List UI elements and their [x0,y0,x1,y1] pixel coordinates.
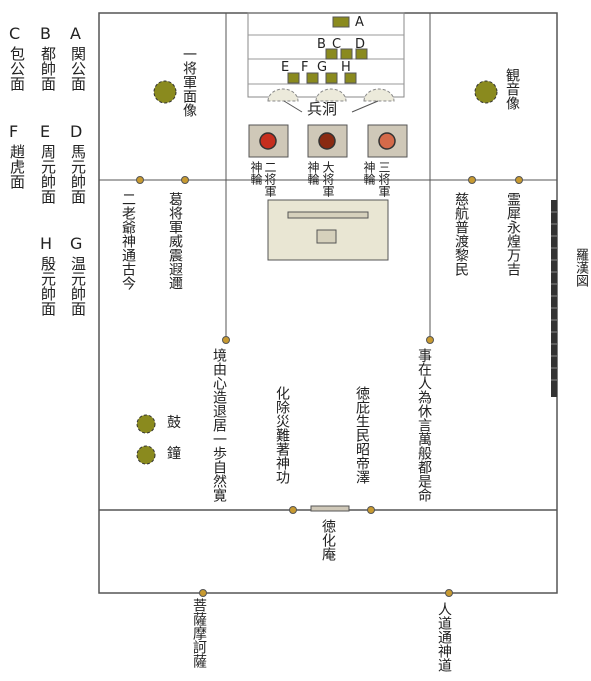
pointer-left [283,100,303,113]
plaque-left-inner: 葛将軍威震遐邇 [167,192,183,290]
pointer-right [351,100,379,113]
dehua-door [310,505,350,512]
mask-d [355,48,368,60]
pin-right-inner [468,176,476,184]
mask-h [344,72,357,84]
pin-pillar-right [426,336,434,344]
mask-label-h: H [341,60,351,75]
statue-third-general [378,132,396,150]
pin-left-outer [136,176,144,184]
bell-label: 鐘 [167,446,181,462]
weapons-room-label: 兵洞 [307,100,338,118]
dehua-an-label: 徳化庵 [320,519,336,561]
legend-name-d: 馬元帥面 [69,144,87,204]
mask-label-g: G [317,60,327,75]
pin-left-inner [181,176,189,184]
luohan-label: 羅漢図 [573,248,588,287]
mask-c [340,48,353,60]
statue-second-general [259,132,277,150]
second-general-label: 二将軍 [263,161,277,197]
pin-door-right [367,506,375,514]
plaque-gate-right: 人道通神道 [436,602,452,672]
legend-letter-f: F [9,122,19,141]
plaque-center-right: 徳庇生民昭帝澤 [354,386,370,484]
drum-label: 鼓 [167,415,181,431]
pin-right-outer [515,176,523,184]
legend-name-f: 趙虎面 [8,144,26,189]
third-general-label: 三将軍 [377,161,391,197]
mask-e [287,72,300,84]
plaque-right-outer: 霊犀永煌万吉 [505,192,521,276]
guanyin-statue [474,80,498,104]
general-image-label: 一将軍面像 [181,47,197,117]
legend-letter-a: A [70,24,81,43]
great-general-shenkou: 神輪 [306,161,320,185]
weapon-rack-center [315,88,347,102]
weapon-rack-right [363,88,395,102]
legend-name-h: 殷元帥面 [39,256,57,316]
mask-f [306,72,319,84]
pin-pillar-left [222,336,230,344]
legend-name-b: 都帥面 [39,46,57,91]
luohan-painting-ticks [551,211,557,381]
guanyin-image-label: 観音像 [504,68,520,110]
legend-letter-g: G [70,234,83,253]
pin-gate-right [445,589,453,597]
altar-tablet [287,211,369,219]
weapon-rack-left [267,88,299,102]
legend-letter-d: D [70,122,83,141]
general-statue [153,80,177,104]
luohan-painting [551,200,557,397]
legend-letter-b: B [40,24,51,43]
plaque-right-inner: 慈航普渡黎民 [453,192,469,276]
great-general-label: 大将軍 [321,161,335,197]
mask-g [325,72,338,84]
drum [136,414,156,434]
mask-label-c: C [332,37,341,52]
mask-b [325,48,338,60]
legend-name-e: 周元帥面 [39,144,57,204]
legend-letter-h: H [40,234,53,253]
pin-gate-left [199,589,207,597]
pin-door-left [289,506,297,514]
altar-incense-burner [316,229,337,244]
legend-name-a: 関公面 [69,46,87,91]
mask-label-a: A [355,15,364,30]
legend-name-c: 包公面 [8,46,26,91]
mask-label-b: B [317,37,326,52]
plaque-left-outer: 二老爺神通古今 [120,192,136,290]
legend-letter-c: C [9,24,21,43]
third-general-shenkou: 神輪 [362,161,376,185]
second-general-shenkou: 神輪 [249,161,263,185]
plaque-pillar-right: 事在人為休言萬般都是命 [416,348,432,502]
mask-label-f: F [301,60,308,75]
legend-letter-e: E [40,122,51,141]
mask-a [332,16,350,28]
legend-name-g: 温元帥面 [69,256,87,316]
plaque-center-left: 化除災難著神功 [274,386,290,484]
mask-label-d: D [355,37,365,52]
mask-label-e: E [281,60,289,75]
statue-box-third-general [367,124,408,158]
statue-great-general [318,132,336,150]
plaque-gate-left: 菩薩摩訶薩 [191,598,207,668]
bell [136,445,156,465]
plaque-pillar-left: 境由心造退居一歩自然寛 [211,348,227,502]
